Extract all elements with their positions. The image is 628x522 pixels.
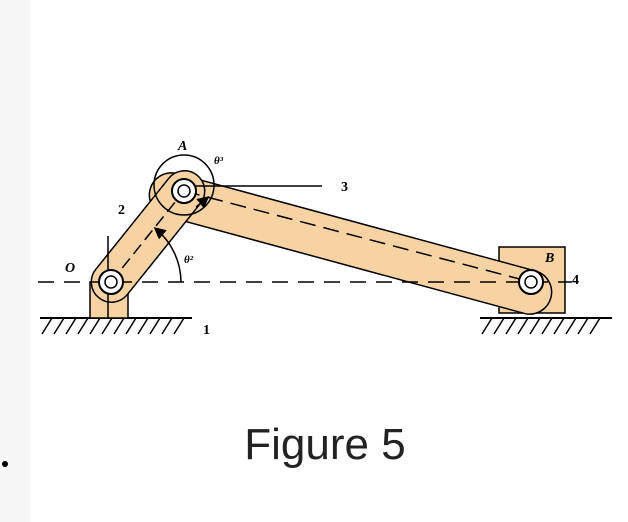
pin-o <box>98 269 124 295</box>
label-pivot-o: O <box>65 261 75 276</box>
bullet-dot <box>2 461 8 467</box>
link-3-coupler <box>148 172 553 315</box>
figure-caption: Figure 5 <box>244 420 406 469</box>
pin-b <box>518 269 544 295</box>
label-joint-b: B <box>544 251 554 266</box>
theta3-angle-circle <box>153 154 215 216</box>
theta3-arrow <box>195 196 210 209</box>
pin-a <box>171 178 197 204</box>
label-link-3: 3 <box>341 180 348 195</box>
label-theta2: θ² <box>184 254 194 266</box>
label-theta3: θ³ <box>214 155 224 167</box>
ground-right <box>480 317 612 335</box>
label-link-4: 4 <box>572 273 579 288</box>
theta2-angle-arc <box>153 227 182 283</box>
slider-crank-diagram: O A B θ² θ³ 1 2 3 4 <box>38 139 612 338</box>
ground-left <box>40 317 192 335</box>
link-3-centerline <box>183 190 532 283</box>
label-joint-a: A <box>177 139 187 154</box>
label-link-1: 1 <box>203 323 210 338</box>
link-2-centerline <box>110 190 185 283</box>
left-margin-strip <box>0 0 30 522</box>
label-link-2: 2 <box>118 203 125 218</box>
